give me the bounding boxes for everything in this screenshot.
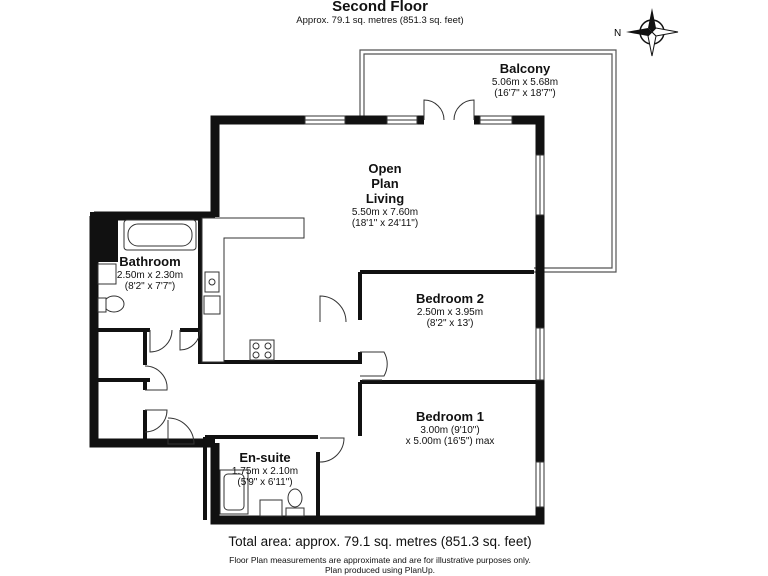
- room-balcony: Balcony 5.06m x 5.68m (16'7" x 18'7"): [470, 61, 580, 100]
- room-dimensions-imperial: (18'1" x 24'11"): [351, 218, 419, 230]
- room-name: Bathroom: [119, 254, 181, 269]
- room-dimensions: 3.00m (9'10"): [420, 424, 480, 436]
- room-dimensions: 5.06m x 5.68m: [491, 76, 559, 88]
- room-name-line: Living: [365, 190, 405, 206]
- room-bedroom-2: Bedroom 2 2.50m x 3.95m (8'2" x 13'): [395, 291, 505, 330]
- room-open-plan-living: Open Plan Living 5.50m x 7.60m (18'1" x …: [330, 161, 440, 230]
- room-dimensions: 2.50m x 3.95m: [416, 306, 484, 318]
- room-dimensions: 1.75m x 2.10m: [231, 465, 299, 477]
- room-name-line: Open: [368, 161, 402, 176]
- room-name: Balcony: [499, 61, 551, 76]
- balcony-outline: [359, 49, 617, 273]
- room-dimensions-imperial: (8'2" x 7'7"): [124, 281, 176, 293]
- room-en-suite: En-suite 1.75m x 2.10m (5'9" x 6'11"): [220, 450, 310, 489]
- room-dimensions: 2.50m x 2.30m: [116, 269, 184, 281]
- kitchen: [201, 217, 305, 363]
- compass-north-label: N: [614, 28, 621, 39]
- room-bathroom: Bathroom 2.50m x 2.30m (8'2" x 7'7"): [100, 254, 200, 293]
- room-bedroom-1: Bedroom 1 3.00m (9'10") x 5.00m (16'5") …: [385, 409, 515, 448]
- room-name: Bedroom 1: [416, 409, 484, 424]
- shaft-block: [90, 212, 118, 262]
- room-name-line: Plan: [371, 175, 399, 191]
- room-name: Bedroom 2: [416, 291, 484, 306]
- ensuite-fixtures: [219, 469, 305, 517]
- bathroom-fixtures: [97, 219, 197, 313]
- room-dimensions-imperial: (5'9" x 6'11"): [237, 477, 293, 489]
- room-dimensions-imperial: (16'7" x 18'7"): [494, 88, 556, 100]
- disclaimer: Floor Plan measurements are approximate …: [0, 555, 760, 575]
- balcony-doors: [423, 99, 475, 125]
- room-name: En-suite: [239, 450, 291, 465]
- room-dimensions: 5.50m x 7.60m: [351, 206, 419, 218]
- room-dimensions-imperial: x 5.00m (16'5") max: [405, 436, 495, 448]
- total-area: Total area: approx. 79.1 sq. metres (851…: [228, 534, 532, 549]
- windows: [304, 115, 545, 508]
- door-swings: [144, 295, 388, 463]
- internal-walls: [96, 218, 536, 520]
- disclaimer-line: Plan produced using PlanUp.: [324, 565, 436, 576]
- disclaimer-line: Floor Plan measurements are approximate …: [229, 555, 531, 565]
- plan-title: Second Floor: [332, 0, 428, 15]
- plan-subtitle: Approx. 79.1 sq. metres (851.3 sq. feet): [296, 15, 464, 26]
- room-dimensions-imperial: (8'2" x 13'): [426, 318, 474, 330]
- compass-icon: N: [614, 8, 679, 57]
